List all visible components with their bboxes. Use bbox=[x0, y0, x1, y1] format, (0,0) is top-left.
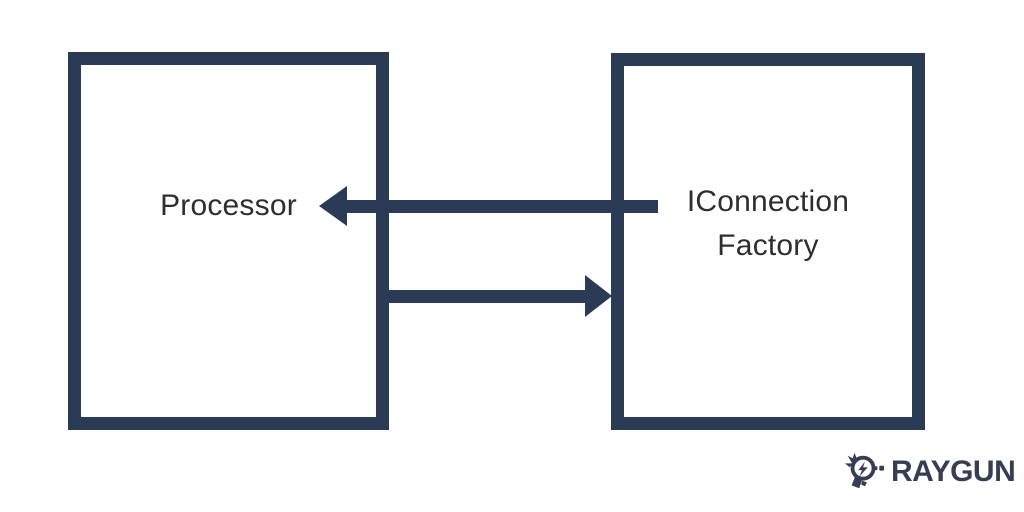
edge-processor-to-factory bbox=[389, 290, 586, 303]
iconnection-factory-label-line1: IConnection bbox=[686, 185, 850, 218]
raygun-logo: RAYGUN bbox=[843, 451, 1016, 493]
iconnection-factory-label: IConnection Factory bbox=[611, 180, 925, 268]
arrowhead-left-icon bbox=[319, 186, 347, 226]
processor-label-text: Processor bbox=[160, 189, 297, 222]
raygun-wordmark: RAYGUN bbox=[891, 455, 1016, 488]
arrowhead-right-icon bbox=[585, 275, 612, 317]
iconnection-factory-box bbox=[611, 53, 925, 430]
processor-label: Processor bbox=[68, 184, 389, 228]
raygun-icon bbox=[844, 452, 885, 489]
edge-factory-to-processor bbox=[346, 200, 658, 213]
iconnection-factory-label-line2: Factory bbox=[717, 229, 819, 262]
processor-box bbox=[68, 52, 389, 430]
